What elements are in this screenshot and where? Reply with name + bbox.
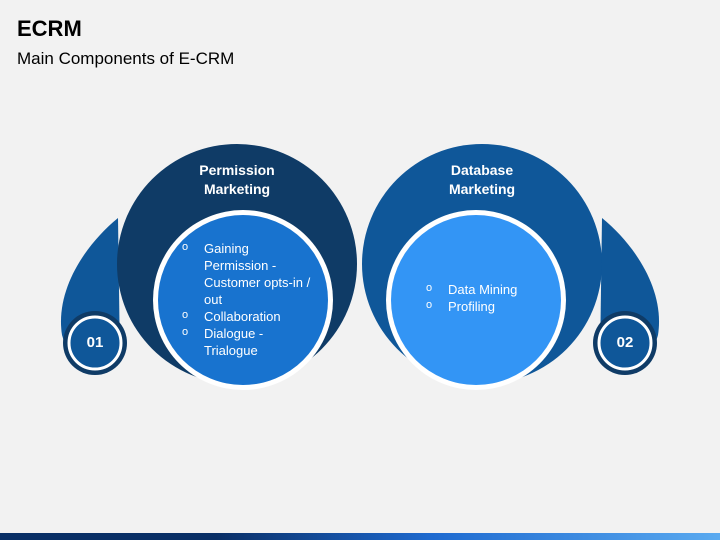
page-subtitle: Main Components of E-CRM: [17, 49, 235, 68]
component-1-bullet-list: Gaining Permission - Customer opts-in / …: [178, 239, 312, 359]
component-1-heading-line1: Permission: [199, 162, 275, 178]
component-2-heading-line1: Database: [450, 162, 514, 178]
component-1-bullet: Collaboration: [178, 307, 312, 325]
component-2-bullet: Profiling: [422, 297, 542, 315]
component-1-heading-line2: Marketing: [203, 181, 271, 197]
component-2-bullet-list: Data Mining Profiling: [422, 280, 542, 315]
component-1-bullet: Gaining Permission - Customer opts-in / …: [178, 239, 312, 308]
component-2-heading: Database Marketing: [412, 161, 552, 199]
component-2-bullet: Data Mining: [422, 280, 542, 298]
footer-accent-bar: [0, 533, 720, 540]
component-1-bullet: Dialogue - Trialogue: [178, 324, 312, 359]
component-2-heading-line2: Marketing: [448, 181, 516, 197]
page-title: ECRM: [17, 16, 82, 41]
number-circle-2: [597, 315, 653, 371]
component-2-number: 02: [616, 334, 634, 351]
component-1-number: 01: [86, 334, 104, 351]
number-circle-1: [67, 315, 123, 371]
component-1-heading: Permission Marketing: [167, 161, 307, 199]
